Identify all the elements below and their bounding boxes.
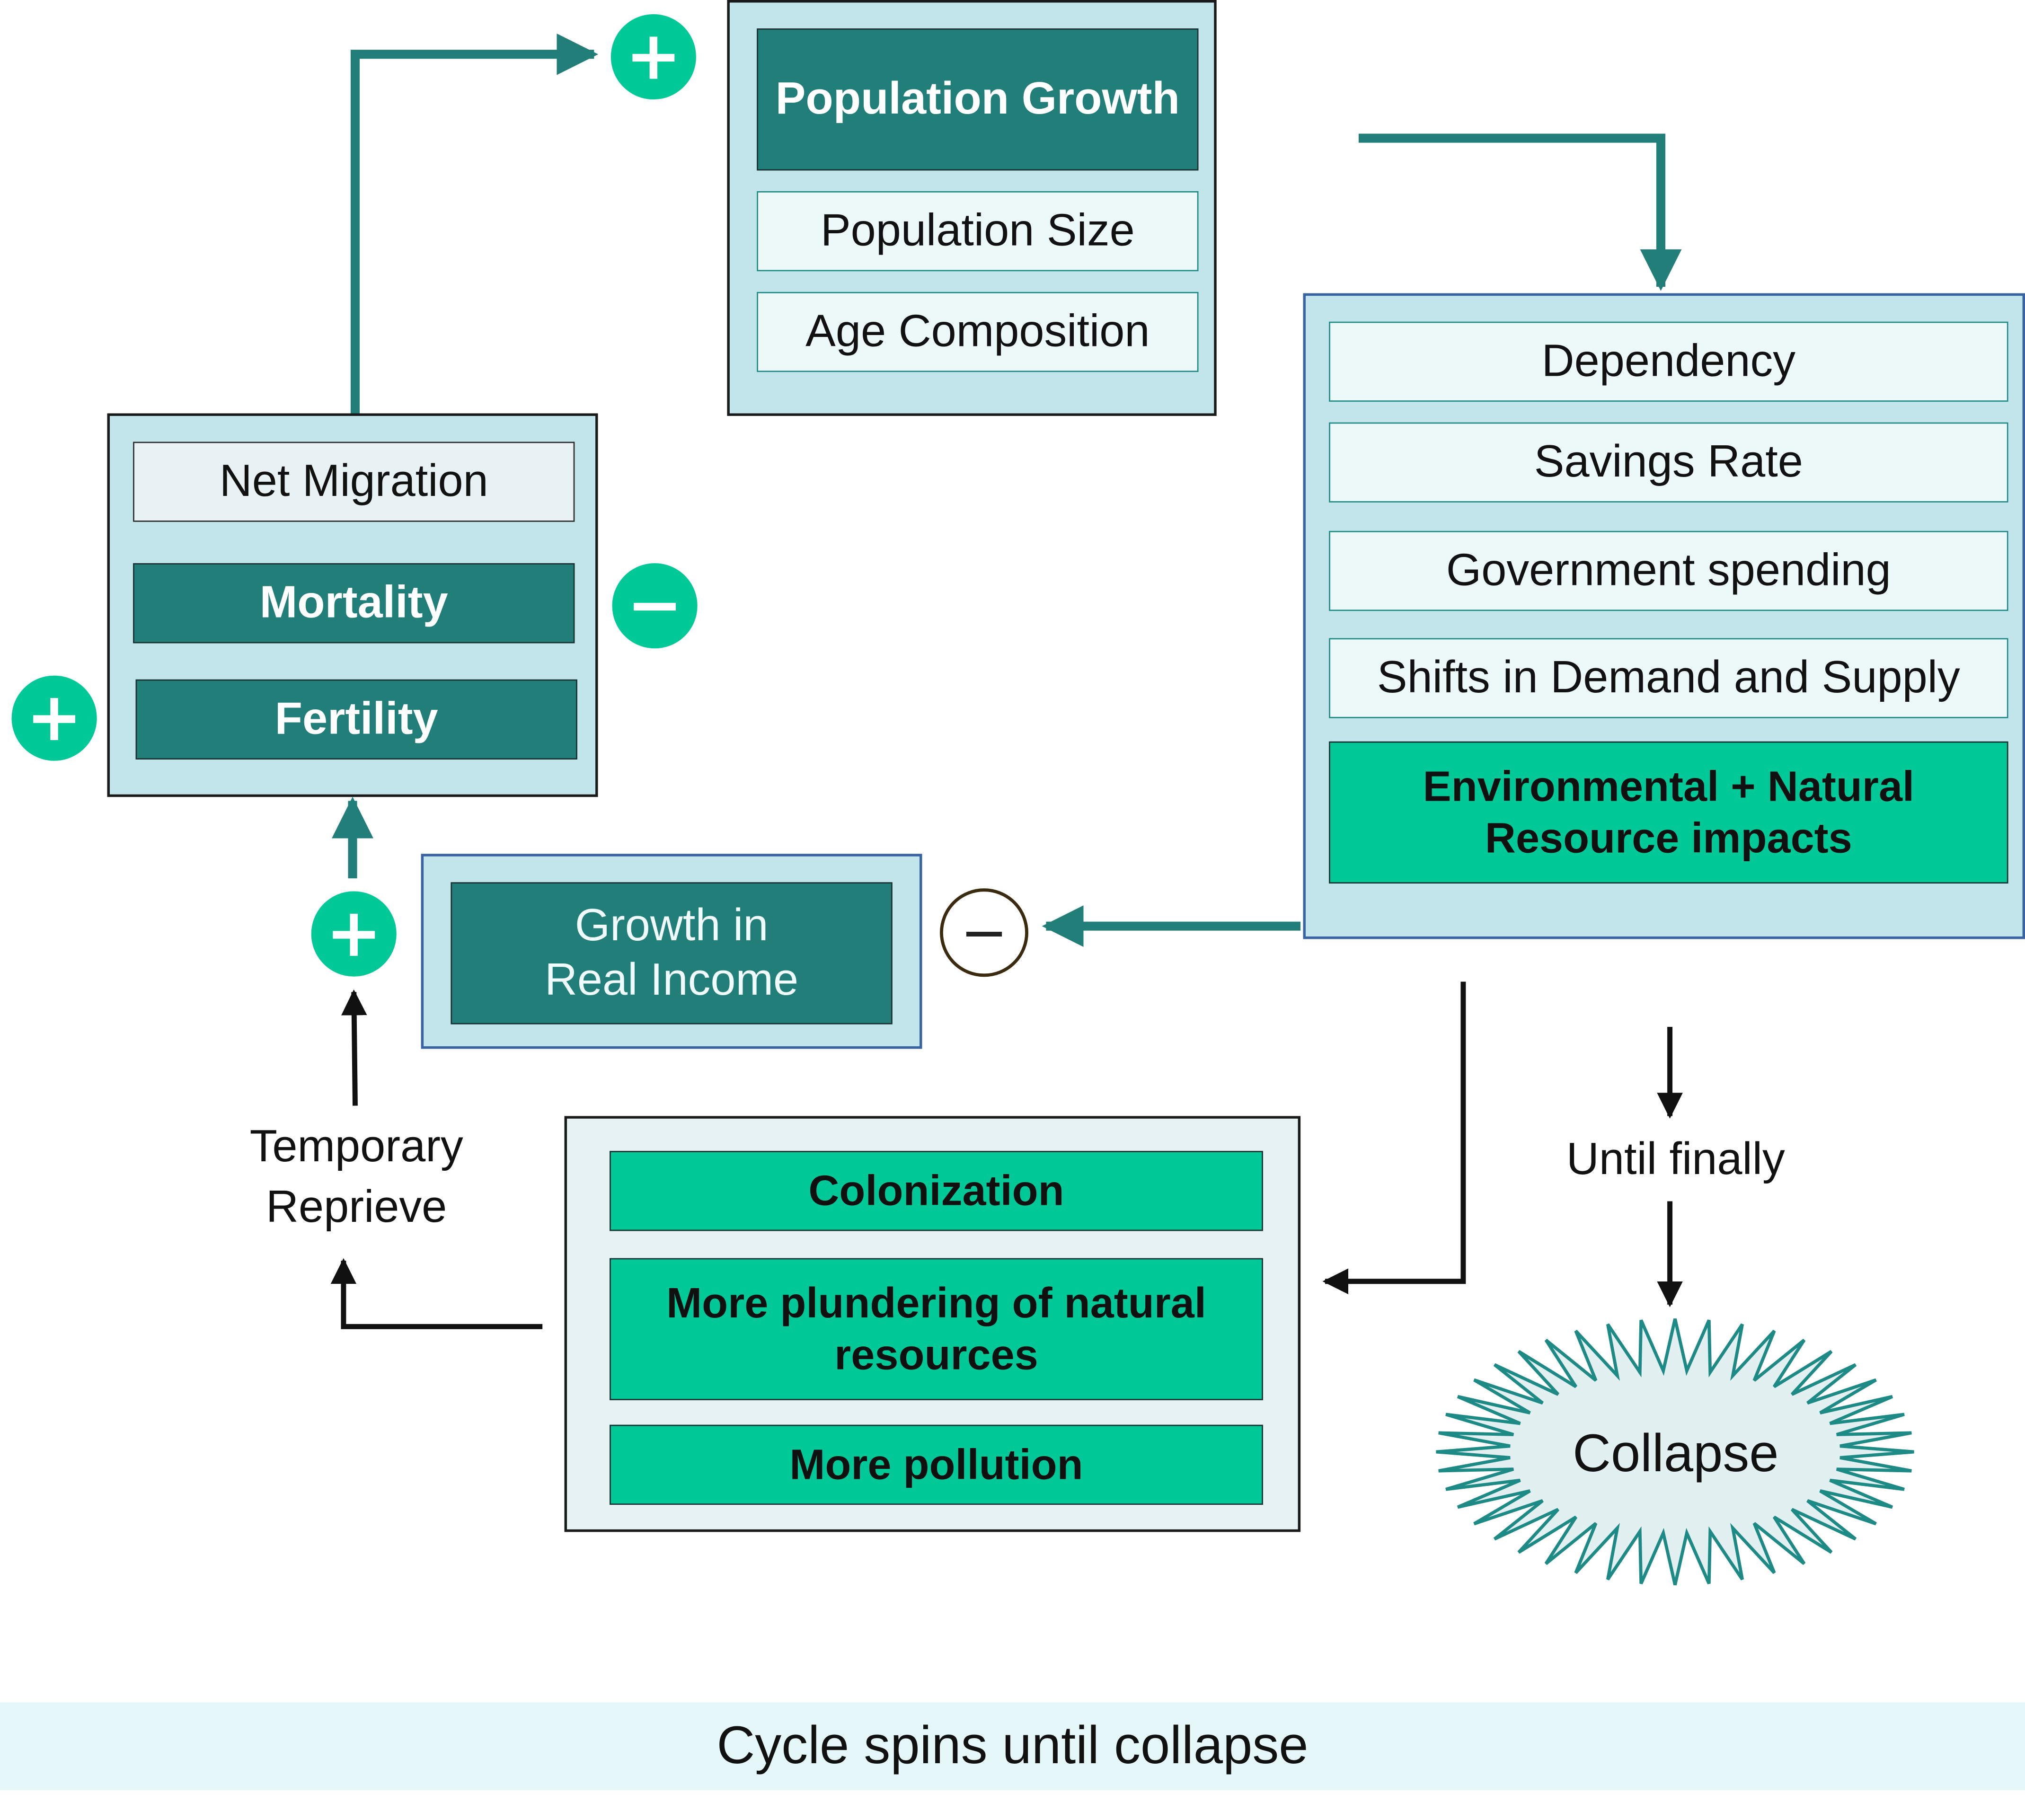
caption-band: Cycle spins until collapse bbox=[0, 1702, 2025, 1791]
svg-text:+: + bbox=[625, 17, 681, 95]
colonization-box: Colonization bbox=[610, 1151, 1263, 1231]
net-migration-box: Net Migration bbox=[133, 442, 575, 522]
svg-text:+: + bbox=[26, 678, 82, 756]
shifts-demand-supply-box: Shifts in Demand and Supply bbox=[1329, 638, 2008, 718]
impacts-group: Dependency Savings Rate Government spend… bbox=[1303, 293, 2025, 939]
svg-text:−: − bbox=[627, 566, 683, 644]
arrow-growth-to-impacts bbox=[1358, 133, 1682, 291]
svg-text:+: + bbox=[326, 894, 382, 972]
plundering-box: More plundering of natural resources bbox=[610, 1258, 1263, 1400]
fertility-box: Fertility bbox=[135, 679, 577, 760]
minus-sign-income: − bbox=[940, 888, 1028, 977]
mortality-box: Mortality bbox=[133, 563, 575, 644]
arrow-reprieve-to-income-sign bbox=[341, 989, 367, 1106]
minus-sign-mortality: − bbox=[612, 563, 698, 649]
age-composition-box: Age Composition bbox=[757, 292, 1199, 372]
income-group: Growth in Real Income bbox=[421, 854, 922, 1049]
government-spending-box: Government spending bbox=[1329, 530, 2008, 611]
growth-real-income-box: Growth in Real Income bbox=[451, 882, 893, 1025]
svg-text:−: − bbox=[960, 900, 1008, 966]
environmental-impacts-box: Environmental + Natural Resource impacts bbox=[1329, 741, 2008, 884]
plus-sign-top: + bbox=[610, 14, 696, 100]
collapse-label: Collapse bbox=[1573, 1423, 1779, 1483]
population-size-box: Population Size bbox=[757, 191, 1199, 272]
drivers-group: Net Migration Mortality Fertility bbox=[107, 413, 598, 797]
pollution-box: More pollution bbox=[610, 1424, 1263, 1505]
caption-text: Cycle spins until collapse bbox=[716, 1715, 1309, 1775]
until-finally-label: Until finally bbox=[1566, 1134, 1785, 1185]
dependency-box: Dependency bbox=[1329, 321, 2008, 402]
savings-rate-box: Savings Rate bbox=[1329, 422, 2008, 503]
plus-sign-income: + bbox=[311, 891, 397, 977]
plus-sign-fertility: + bbox=[11, 675, 97, 761]
temporary-reprieve-label: Temporary Reprieve bbox=[249, 1121, 463, 1232]
exploitation-group: Colonization More plundering of natural … bbox=[564, 1116, 1301, 1532]
population-growth-box: Population Growth bbox=[757, 28, 1199, 171]
collapse-burst bbox=[1436, 1318, 1914, 1585]
population-group: Population Growth Population Size Age Co… bbox=[727, 0, 1217, 416]
arrow-exploitation-to-reprieve bbox=[330, 1258, 543, 1329]
arrow-impacts-to-exploitation bbox=[1322, 981, 1466, 1295]
arrow-drivers-to-growth bbox=[350, 33, 599, 414]
